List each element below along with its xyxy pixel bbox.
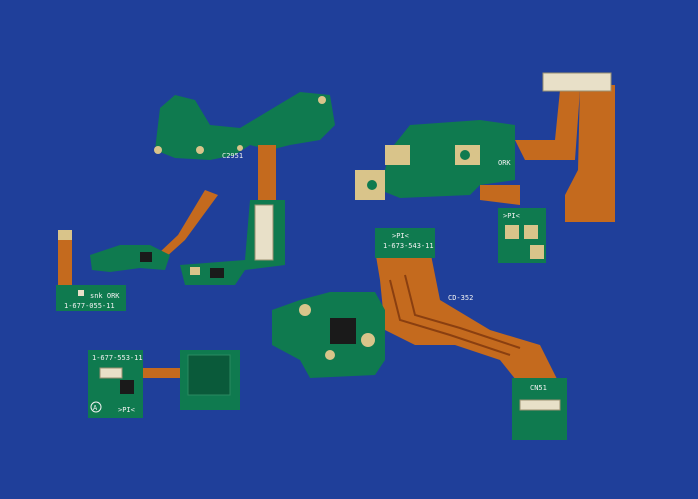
circle-mark [90, 401, 102, 413]
flex-connector-top [542, 72, 612, 92]
mount-hole [325, 350, 335, 360]
board-top-right: ORK [355, 72, 615, 222]
board-top-left-pcb [155, 92, 335, 160]
chip [140, 252, 152, 262]
board-left-small-code: 1-677-055-11 [64, 302, 115, 310]
center-flex-cd: CD-352 [448, 294, 473, 302]
left-flex-tip [58, 230, 72, 240]
board-top-left: C2951 [154, 92, 335, 285]
board-bottom-left-pi: >PI< [118, 406, 135, 414]
mount-hole [154, 146, 162, 154]
board-bottom-left-code: 1-677-553-11 [92, 354, 143, 362]
flex-ribbon-wide [565, 85, 615, 222]
mount-hole [460, 150, 470, 160]
board-bottom-left: 1-677-553-11 A >PI< [88, 350, 240, 418]
board-top-left-label: C2951 [222, 152, 243, 160]
board-top-right-pcb [380, 120, 515, 198]
connector [519, 399, 561, 411]
flex-ribbon-right [515, 90, 580, 160]
board-center: >PI< 1-673-543-11 CD-352 [272, 228, 560, 385]
mount-hole [237, 145, 243, 151]
board-top-right-label: ORK [498, 159, 511, 167]
board-left-small-pcb [56, 285, 126, 311]
chip [190, 267, 200, 275]
chip [210, 268, 224, 278]
chip [78, 290, 84, 296]
gold-pad-area [505, 225, 519, 239]
big-flex [375, 250, 560, 385]
center-flex-pi: >PI< [392, 232, 409, 240]
board-curved [90, 245, 170, 272]
mount-hole [361, 333, 375, 347]
mount-hole [299, 304, 311, 316]
flex-stub [480, 185, 520, 205]
big-flex-traces [389, 274, 521, 356]
board-right-small-label: >PI< [503, 212, 520, 220]
mount-hole [196, 146, 204, 154]
board-right-small: >PI< [498, 208, 546, 263]
chip [120, 380, 134, 394]
flex-header-board [375, 228, 435, 258]
left-flex-strip [58, 233, 72, 298]
chip [330, 318, 356, 344]
gold-pad-area [385, 145, 410, 165]
gold-pad-area [524, 225, 538, 239]
board-bottom-right: CN51 [512, 378, 567, 440]
connector [99, 367, 123, 379]
board-top-left-flex [258, 145, 276, 205]
board-left-small: snk ORK 1-677-055-11 [56, 230, 126, 311]
mount-hole [318, 96, 326, 104]
flex-link [143, 368, 185, 378]
center-flex-code: 1-673-543-11 [383, 242, 434, 250]
board-bottom-right-label: CN51 [530, 384, 547, 392]
board-bottom-left-circle: A [93, 404, 98, 412]
mount-hole [367, 180, 377, 190]
shield-can [187, 354, 231, 396]
connector-vertical [254, 204, 274, 261]
board-left-small-label: snk ORK [90, 292, 120, 300]
thin-flex-diagonal [160, 190, 218, 258]
gold-pad-area [530, 245, 544, 259]
